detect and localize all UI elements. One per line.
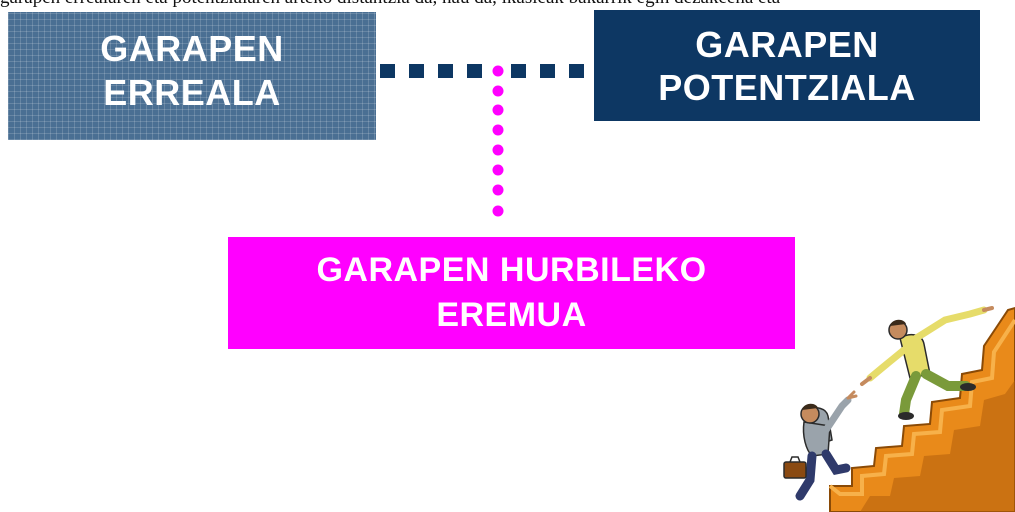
top-caption-text: garapen errealaren eta potentzialaren ar… — [0, 0, 1015, 8]
upper-climber-icon — [860, 306, 994, 420]
lower-climber-icon — [783, 390, 858, 501]
zone-line2: EREMUA — [436, 296, 587, 334]
real-development-line2: ERREALA — [103, 72, 281, 113]
potential-development-line1: GARAPEN — [695, 23, 879, 65]
proximal-development-zone-box: GARAPEN HURBILEKO EREMUA — [228, 237, 795, 349]
real-development-line1: GARAPEN — [100, 28, 284, 69]
stair-climbers-illustration — [783, 306, 1015, 512]
dashed-connector — [380, 64, 584, 78]
dotted-connector — [492, 65, 504, 217]
staircase-icon — [828, 306, 1015, 512]
real-development-box: GARAPEN ERREALA — [8, 12, 376, 140]
potential-development-line2: POTENTZIALA — [658, 66, 916, 108]
potential-development-box: GARAPEN POTENTZIALA — [594, 10, 980, 121]
zone-line1: GARAPEN HURBILEKO — [316, 251, 707, 289]
